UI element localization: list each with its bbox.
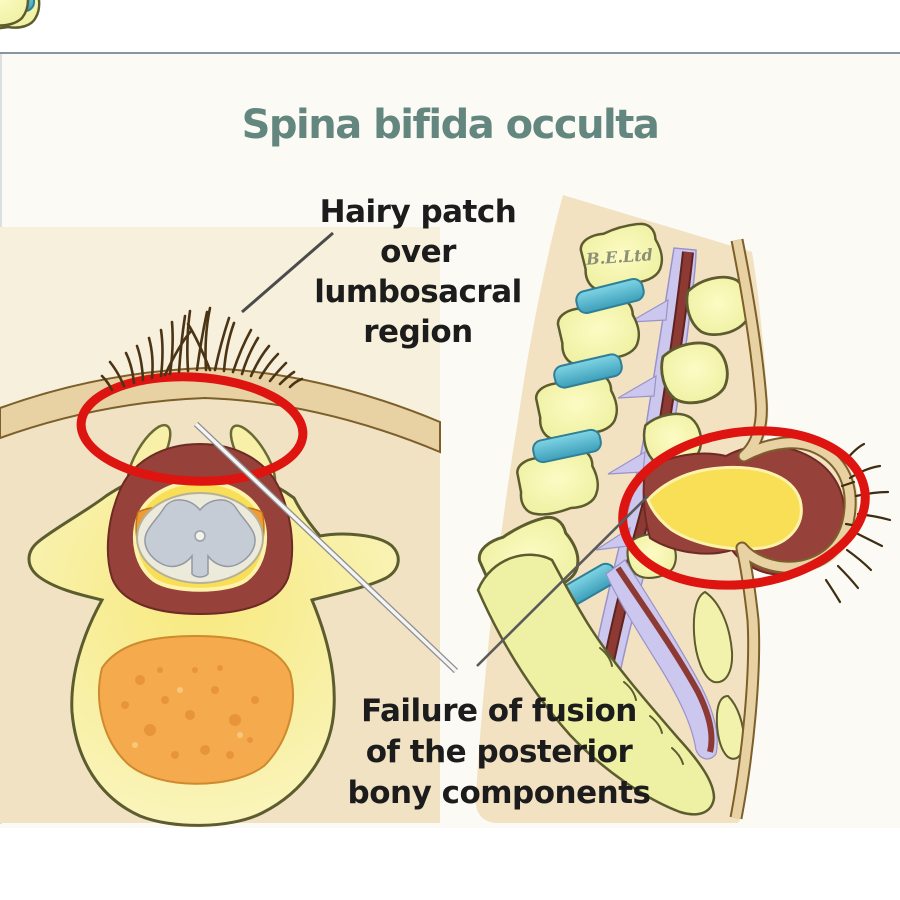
hairy-patch-label-line4: region: [363, 314, 473, 350]
failure-fusion-label-line3: bony components: [347, 775, 651, 811]
failure-fusion-label-line1: Failure of fusion: [361, 693, 637, 729]
central-canal: [194, 530, 206, 542]
bone-speckles: [121, 665, 259, 759]
hairy-patch-icon: [100, 306, 304, 392]
cancellous-bone: [98, 634, 294, 785]
hairy-patch-label: Hairy patch over lumbosacral region: [258, 192, 578, 352]
top-divider-line: [0, 52, 900, 54]
lamina-sliver-lower: [715, 694, 746, 760]
bulge-core: [646, 465, 803, 551]
leader-line-right-defect: [476, 495, 649, 667]
sacral-segment-lines: [599, 647, 684, 765]
skin-band-sagittal: [731, 239, 855, 819]
lamina-sliver-upper: [692, 590, 734, 684]
page-title: Spina bifida occulta: [241, 102, 660, 148]
hairy-patch-label-line3: lumbosacral: [314, 274, 522, 310]
leader-lines: [193, 231, 649, 674]
failure-fusion-label: Failure of fusion of the posterior bony …: [318, 691, 680, 814]
hairy-patch-label-line2: over: [380, 234, 456, 270]
red-circle-annotation-right: [618, 426, 870, 590]
spinous-processes: [0, 0, 758, 760]
sacrum: [476, 553, 716, 816]
hairy-patch-label-line1: Hairy patch: [319, 194, 517, 230]
filum-cord: [615, 566, 715, 753]
leader-line-hairy-patch: [241, 231, 334, 314]
failure-fusion-label-line2: of the posterior: [365, 734, 633, 770]
dural-sac-lower: [605, 559, 718, 760]
leader-line-left-defect: [194, 422, 458, 673]
red-circle-annotation-left: [76, 372, 308, 486]
left-figure-axial-cross-section: [0, 227, 441, 827]
right-figure-sagittal-section: [0, 0, 892, 823]
